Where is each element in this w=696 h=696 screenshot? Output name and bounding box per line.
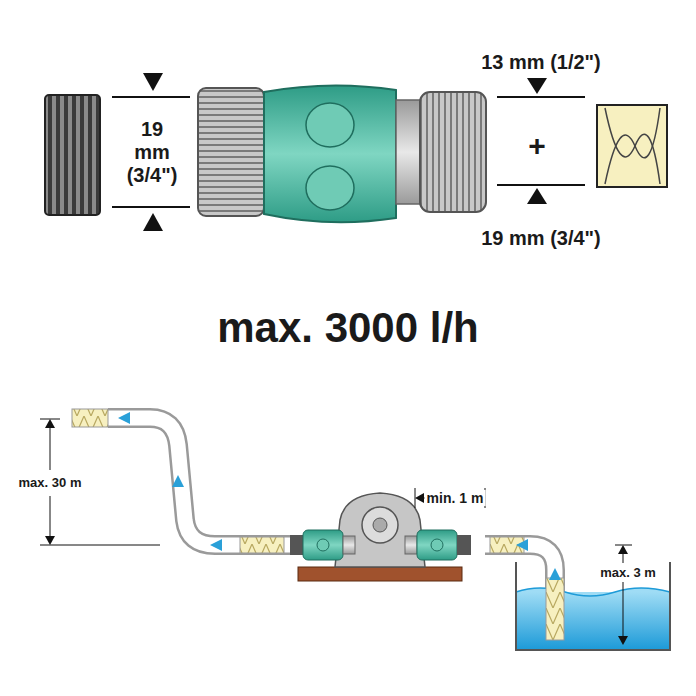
height-label: max. 30 m bbox=[17, 476, 84, 491]
dimension-label: 19 mm (3/4") bbox=[125, 118, 180, 187]
dimension-label: 13 mm (1/2") bbox=[479, 51, 603, 74]
depth-label: max. 3 m bbox=[598, 566, 658, 581]
flow-rate-title: max. 3000 l/h bbox=[215, 304, 481, 352]
dimension-label: 19 mm (3/4") bbox=[479, 227, 603, 250]
plus-sign: + bbox=[526, 129, 548, 164]
distance-label: min. 1 m bbox=[425, 490, 486, 506]
